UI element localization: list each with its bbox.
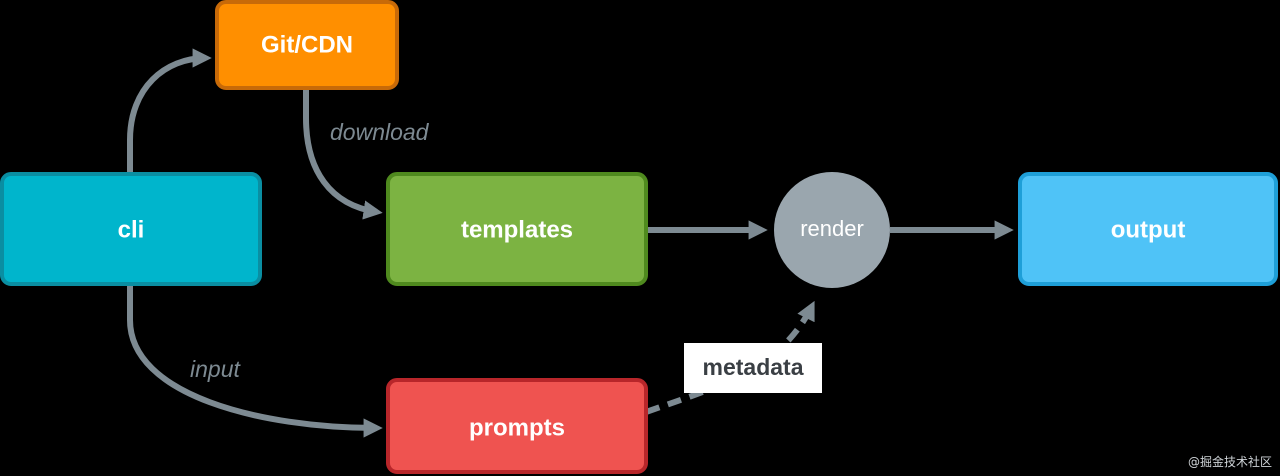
node-prompts: prompts	[386, 378, 648, 474]
node-cli-label: cli	[118, 216, 145, 243]
prompts-to-render-dashed-arrow	[645, 300, 815, 415]
edge-label-input: input	[190, 356, 241, 382]
node-templates-label: templates	[461, 216, 573, 243]
node-render-label: render	[800, 216, 864, 241]
node-prompts-box	[386, 378, 648, 474]
node-git-cdn: Git/CDN	[215, 0, 399, 90]
node-output-box	[1018, 172, 1278, 286]
edge-label-download: download	[330, 119, 430, 145]
cli-to-git-arrow	[127, 48, 212, 172]
node-git-cdn-box	[215, 0, 399, 90]
git-to-templates-arrow	[303, 90, 383, 220]
metadata-tag-label: metadata	[703, 354, 804, 380]
node-templates: templates	[386, 172, 648, 286]
node-templates-box	[386, 172, 648, 286]
metadata-tag-box	[684, 343, 822, 393]
node-render: render	[774, 172, 890, 288]
node-output-label: output	[1111, 216, 1186, 243]
watermark-text: @掘金技术社区	[1188, 454, 1272, 469]
node-cli-box	[0, 172, 262, 286]
node-prompts-label: prompts	[469, 414, 565, 441]
node-cli: cli	[0, 172, 262, 286]
metadata-tag: metadata	[684, 343, 822, 393]
cli-to-prompts-arrow	[127, 286, 383, 438]
node-git-cdn-label: Git/CDN	[261, 31, 353, 58]
node-output: output	[1018, 172, 1278, 286]
node-render-circle	[774, 172, 890, 288]
